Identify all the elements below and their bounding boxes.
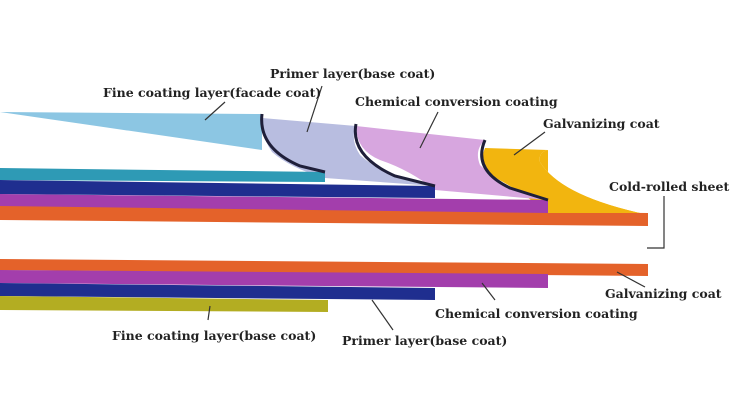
galvanizing-edge-curve	[480, 139, 549, 202]
label-galvanizing-bottom: Galvanizing coat	[605, 286, 722, 301]
label-chemical-top: Chemical conversion coating	[355, 94, 558, 109]
cold-rolled-bracket	[647, 196, 665, 249]
primer-bottom-layer	[0, 283, 435, 300]
fine-coating-top-edge	[0, 168, 325, 182]
label-galvanizing-top: Galvanizing coat	[543, 116, 660, 131]
pointer-fine-base	[207, 305, 211, 321]
chemical-conversion-bottom-layer	[0, 270, 548, 288]
pointer-primer-top	[306, 85, 323, 133]
primer-top-layer	[0, 180, 435, 198]
label-primer-top: Primer layer(base coat)	[270, 66, 435, 81]
pointer-galvanizing-bottom	[616, 271, 646, 288]
label-fine-coating-base: Fine coating layer(base coat)	[112, 328, 316, 343]
pointer-primer-bottom	[371, 299, 394, 331]
pointer-chemical-bottom	[481, 282, 496, 301]
fine-coating-top-layer	[0, 112, 262, 150]
primer-top-face	[262, 118, 435, 186]
steel-sheet-top-layer	[0, 205, 648, 226]
label-cold-rolled-sheet: Cold-rolled sheet	[609, 179, 729, 194]
pointer-galvanizing-top	[513, 131, 546, 156]
chemical-edge-curve	[353, 123, 436, 188]
galvanizing-top-face	[482, 148, 640, 213]
label-fine-coating-facade: Fine coating layer(facade coat)	[103, 85, 321, 100]
primer-edge-curve	[260, 113, 326, 174]
chemical-conversion-top-layer	[0, 194, 548, 213]
pointer-fine-coating-facade	[204, 101, 226, 121]
fine-coating-base-layer	[0, 296, 328, 312]
label-primer-bottom: Primer layer(base coat)	[342, 333, 507, 348]
pointer-chemical-top	[419, 111, 439, 149]
label-chemical-bottom: Chemical conversion coating	[435, 306, 638, 321]
steel-sheet-bottom-layer	[0, 259, 648, 276]
